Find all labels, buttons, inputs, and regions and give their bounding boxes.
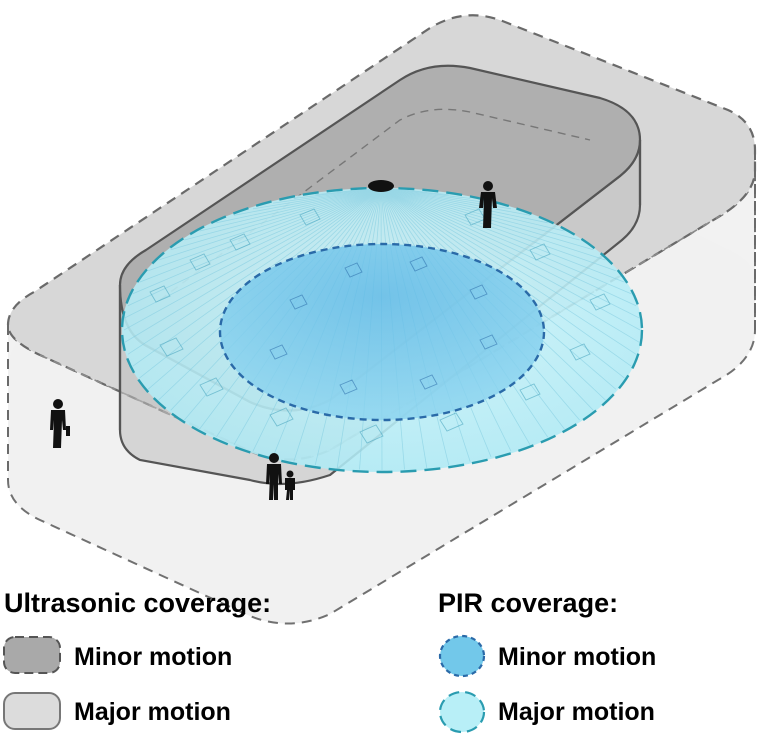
pir-ray	[380, 187, 492, 204]
pir-ray	[380, 187, 640, 343]
person-silhouette-icon	[50, 181, 497, 500]
pir-ray	[139, 187, 382, 283]
pir-ray	[170, 187, 382, 251]
pir-ray	[124, 187, 382, 319]
ultrasonic-minor-label: Minor motion	[74, 643, 232, 671]
ultrasonic-major-front-wall	[7, 169, 756, 625]
pir-ray	[148, 187, 382, 272]
pir-ray	[199, 187, 382, 232]
pir-ray	[127, 187, 382, 355]
pir-minor-label: Minor motion	[498, 643, 656, 671]
pir-legend-heading: PIR coverage:	[438, 588, 618, 618]
pir-ray	[380, 187, 606, 261]
pir-ray	[380, 187, 632, 295]
pir-ray	[380, 187, 637, 355]
ultrasonic-major-label: Major motion	[74, 698, 231, 726]
pir-minor-swatch	[438, 634, 486, 678]
pir-ray	[127, 187, 382, 307]
pir-ray	[380, 187, 531, 216]
pir-ray	[380, 187, 565, 232]
pir-ray	[216, 187, 382, 224]
pir-ray	[124, 187, 382, 343]
pir-ray	[380, 187, 580, 241]
pir-minor-ellipse	[218, 242, 546, 422]
pir-detection-facets	[149, 208, 611, 444]
pir-ray	[380, 187, 616, 272]
legend: Ultrasonic coverage: Minor motion Major …	[3, 588, 656, 734]
pir-ray	[184, 187, 382, 241]
pir-major-label: Major motion	[498, 698, 655, 726]
pir-ray	[380, 187, 640, 319]
ultrasonic-major-swatch	[3, 692, 61, 730]
pir-ray	[123, 187, 382, 331]
ceiling-sensor-icon	[368, 180, 394, 192]
pir-ray	[132, 187, 382, 295]
pir-ray	[233, 187, 382, 216]
pir-ray	[252, 187, 382, 210]
pir-ray	[158, 187, 382, 261]
pir-ray	[380, 187, 548, 224]
pir-ray	[380, 187, 641, 331]
pir-major-swatch	[438, 690, 486, 734]
ultrasonic-legend-heading: Ultrasonic coverage:	[4, 588, 271, 618]
pir-ray	[380, 187, 625, 283]
pir-ray	[380, 187, 637, 307]
ultrasonic-minor-swatch	[3, 636, 61, 674]
pir-minor-zone	[218, 242, 546, 422]
